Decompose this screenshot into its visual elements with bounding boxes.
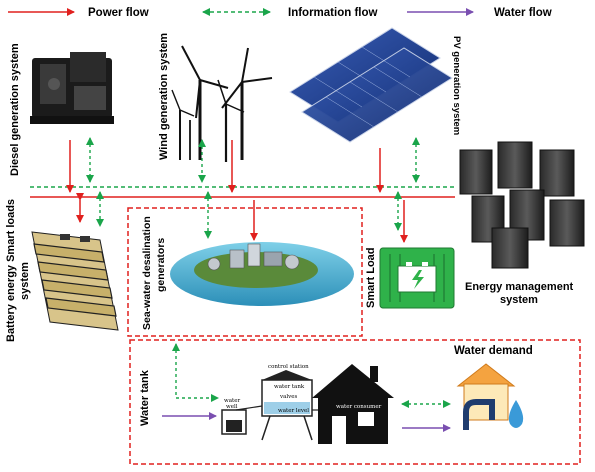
tank-control-station: control station	[268, 364, 309, 370]
desal-label-line2: generators	[155, 238, 167, 292]
water-demand-box	[129, 339, 581, 465]
water-tank-label: Water tank	[139, 369, 151, 426]
tank-water-well-2: well	[226, 404, 238, 410]
energy-management-image	[459, 141, 585, 269]
water-tank-image	[221, 370, 326, 441]
battery-image	[31, 231, 119, 331]
tank-water-well-1: water	[224, 398, 240, 404]
wind-label: Wind generation system	[158, 33, 170, 160]
ems-label-line1: Energy management	[465, 281, 574, 293]
smart-load-label: Smart Load	[365, 247, 377, 308]
desalination-box	[127, 207, 363, 337]
tank-water-tank: water tank	[274, 384, 305, 390]
diesel-label: Diesel generation system	[9, 43, 21, 176]
ems-label-line2: system	[500, 294, 538, 306]
desalination-plant-image	[170, 242, 354, 306]
battery-label-line1: Battery energy Smart loads	[5, 199, 17, 342]
water-demand-label: Water demand	[454, 345, 533, 357]
pv-label: PV generation system	[451, 36, 462, 135]
battery-label-line2: system	[19, 262, 31, 300]
legend-information-label: Information flow	[288, 7, 377, 19]
legend: Power flow Information flow Water flow	[8, 7, 552, 19]
water-consumer-house-image	[312, 364, 394, 444]
diesel-generator-image	[30, 52, 114, 124]
legend-water-label: Water flow	[494, 7, 552, 19]
house-water-consumer: water consumer	[336, 404, 382, 410]
pv-panels-image	[289, 27, 453, 143]
desal-label-line1: Sea-water desalination	[141, 216, 153, 330]
tank-water-level: water level	[278, 408, 309, 414]
legend-power-label: Power flow	[88, 7, 149, 19]
tank-valves: valves	[279, 394, 298, 400]
smart-load-image	[379, 247, 455, 309]
water-demand-icon	[456, 363, 524, 430]
wind-turbines-image	[171, 45, 273, 162]
